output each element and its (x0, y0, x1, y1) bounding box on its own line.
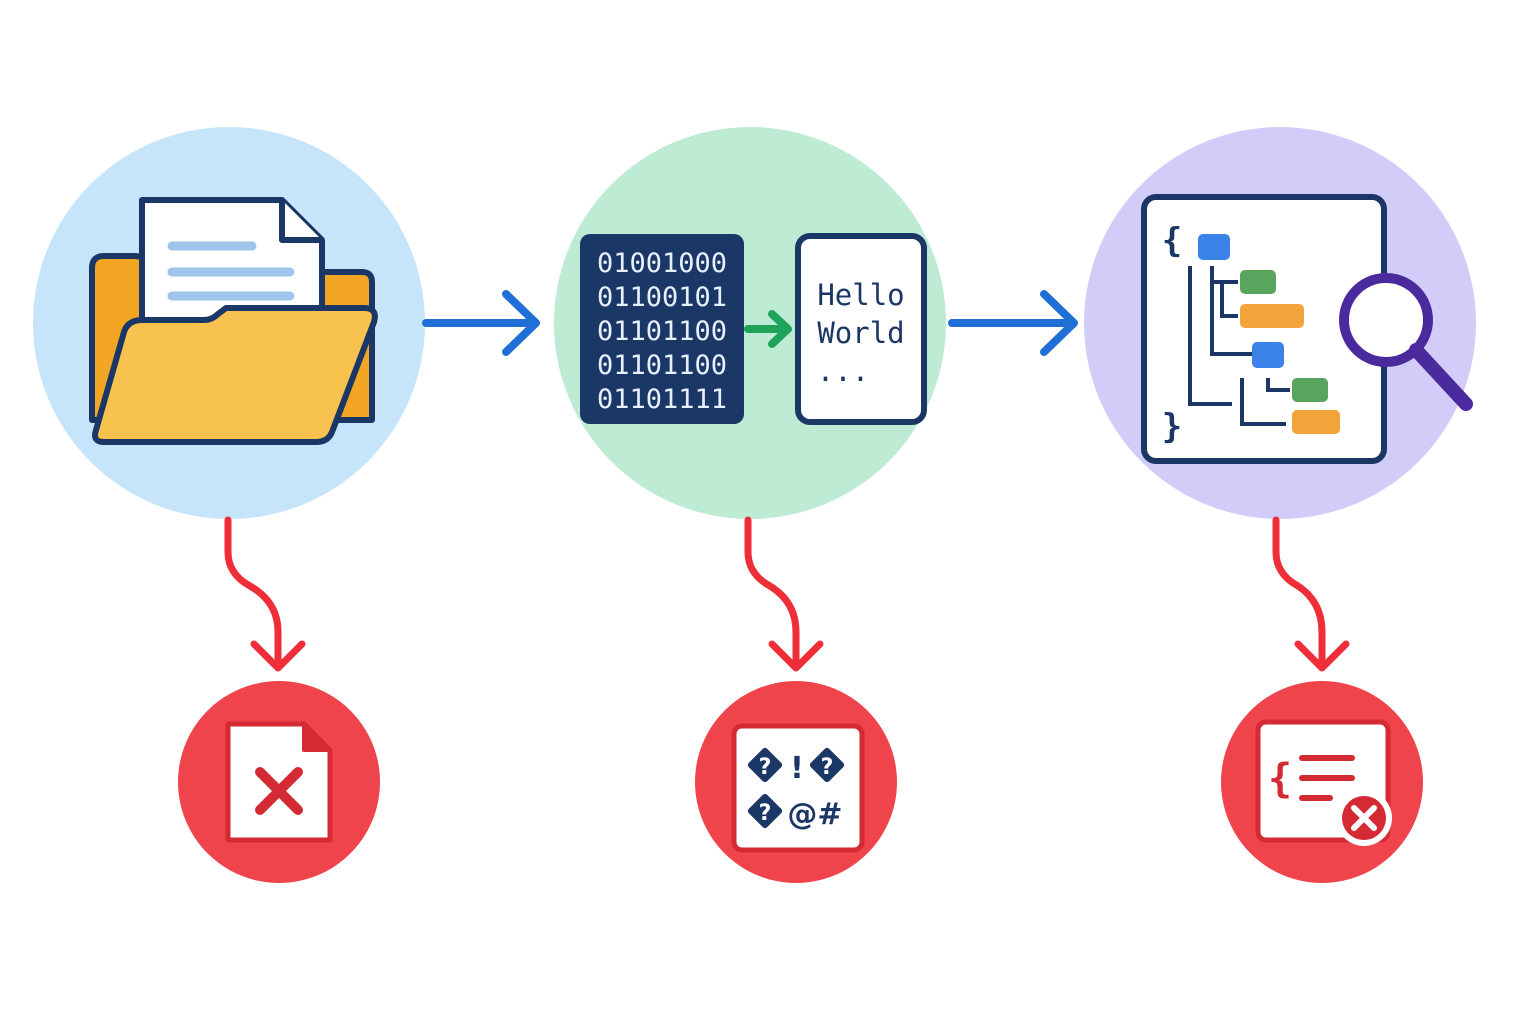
binary-row: 01101100 (597, 350, 727, 381)
error-arrow-2 (744, 516, 824, 672)
tree-connectors (1188, 266, 1290, 426)
garbled-char: ! (790, 751, 804, 786)
tree-node (1292, 378, 1328, 402)
stage-file (33, 127, 425, 519)
error-file (178, 681, 380, 883)
tree-node (1198, 234, 1230, 260)
garbled-char: ? (821, 755, 834, 780)
magnifier-icon (1339, 273, 1473, 411)
tree-open-brace: { (1162, 221, 1182, 261)
decode-arrow-icon (744, 310, 792, 348)
error-badge-icon (1336, 790, 1392, 846)
error-parse: { (1221, 681, 1423, 883)
garbled-char: ? (759, 801, 772, 826)
binary-row: 01001000 (597, 248, 727, 279)
binary-row: 01101100 (597, 316, 727, 347)
replacement-char-icon (809, 747, 845, 783)
flow-arrow-2-to-3 (948, 290, 1078, 356)
binary-panel (580, 234, 744, 424)
binary-to-text-decoding-icon: 01001000 01100101 01101100 01101100 0110… (580, 233, 927, 425)
parse-error-brace: { (1268, 756, 1292, 802)
flow-arrow-1-to-2 (422, 290, 540, 356)
error-garbled: ? ! ? ? @# (695, 681, 897, 883)
tree-close-brace: } (1162, 407, 1182, 447)
binary-row: 01100101 (597, 282, 727, 313)
decoded-text-panel (795, 233, 927, 425)
tree-node (1292, 410, 1340, 434)
garbled-char: @# (787, 797, 842, 832)
tree-node (1240, 270, 1276, 294)
garbled-characters-icon: ? ! ? ? @# (731, 723, 865, 853)
folder-with-document-icon (89, 197, 378, 445)
folder-front (92, 305, 378, 445)
corrupt-file-icon (225, 721, 333, 843)
syntax-tree-inspection-icon: { } (1141, 194, 1473, 464)
garbled-char: ? (759, 755, 772, 780)
replacement-char-icon (747, 747, 783, 783)
parse-error-icon: { (1255, 719, 1392, 846)
tree-node (1240, 304, 1304, 328)
decoded-text-line: Hello (817, 278, 904, 312)
error-arrow-3 (1272, 516, 1350, 672)
document-fold (279, 200, 322, 243)
decoded-text-line: World (817, 316, 904, 350)
tree-node (1252, 342, 1284, 368)
stage-parse: { } (1084, 127, 1476, 519)
error-arrow-1 (224, 516, 306, 672)
binary-row: 01101111 (597, 384, 727, 415)
stage-decode: 01001000 01100101 01101100 01101100 0110… (554, 127, 946, 519)
decoded-text-line: ... (817, 354, 869, 388)
replacement-char-icon (747, 793, 783, 829)
